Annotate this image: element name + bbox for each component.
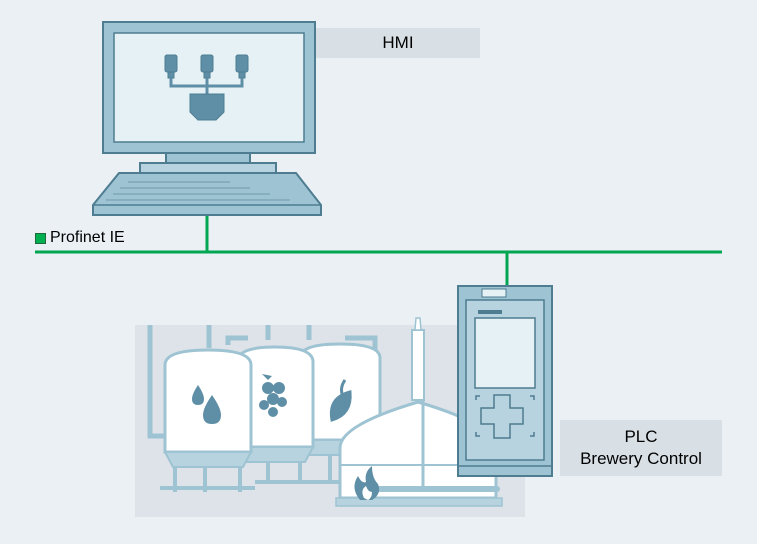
flame-icon xyxy=(354,466,380,500)
plc-label: PLC Brewery Control xyxy=(560,420,722,476)
profinet-label-text: Profinet IE xyxy=(50,229,125,246)
water-drop-icon xyxy=(192,385,221,424)
hmi-label: HMI xyxy=(316,28,480,58)
plc-controller-icon xyxy=(457,285,553,477)
hmi-label-text: HMI xyxy=(382,33,414,52)
tank-network-icon xyxy=(164,54,249,121)
network-lines xyxy=(35,215,722,287)
plc-label-line2: Brewery Control xyxy=(580,449,702,468)
hops-icon xyxy=(259,374,287,417)
keyboard-icon xyxy=(92,172,322,216)
plc-label-line1: PLC xyxy=(624,427,658,446)
profinet-label: Profinet IE xyxy=(35,229,125,247)
network-legend-icon xyxy=(35,232,46,244)
leaf-icon xyxy=(329,379,352,422)
